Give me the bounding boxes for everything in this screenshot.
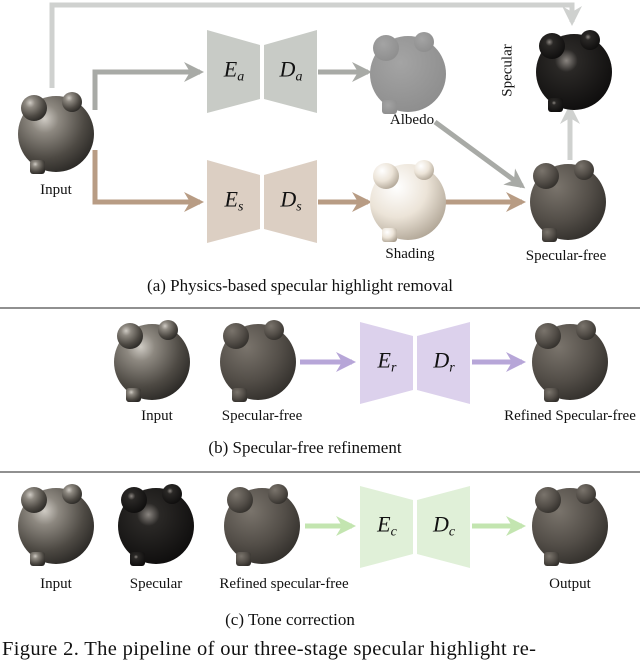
enc-r-symbol: Er [377, 347, 397, 376]
dec-s-symbol: Ds [280, 186, 302, 215]
dec-a-symbol: Da [279, 56, 303, 85]
img-c-refined [224, 484, 300, 566]
label-albedo: Albedo [389, 112, 435, 128]
label-a-specular-free: Specular-free [525, 248, 607, 264]
enc-a-symbol: Ea [223, 56, 245, 85]
img-a-input [18, 92, 94, 174]
net-shading [207, 160, 317, 243]
caption-a: (a) Physics-based specular highlight rem… [147, 276, 453, 295]
panel-a-arrows [49, 2, 582, 212]
img-c-specular [118, 484, 194, 566]
label-b-specular-free: Specular-free [221, 408, 303, 424]
net-tone [360, 486, 470, 568]
caption-b: (b) Specular-free refinement [208, 438, 402, 457]
label-a-specular: Specular [499, 44, 516, 97]
img-b-refined [532, 320, 608, 402]
net-refine [360, 322, 470, 404]
label-c-output: Output [549, 576, 591, 592]
dec-r-symbol: Dr [433, 347, 455, 376]
enc-c-symbol: Ec [377, 511, 397, 540]
label-b-input: Input [141, 408, 173, 424]
dec-c-symbol: Dc [432, 511, 456, 540]
img-albedo [370, 32, 446, 114]
enc-s-symbol: Es [224, 186, 244, 215]
label-shading: Shading [385, 246, 435, 262]
img-a-specular [536, 30, 612, 112]
label-c-refined: Refined specular-free [219, 576, 349, 592]
img-c-input [18, 484, 94, 566]
img-c-output [532, 484, 608, 566]
img-b-specular-free [220, 320, 296, 402]
label-c-input: Input [40, 576, 72, 592]
label-c-specular: Specular [129, 576, 183, 592]
figure-caption: Figure 2. The pipeline of our three-stag… [2, 638, 537, 660]
img-shading [370, 160, 446, 242]
img-a-specular-free [530, 160, 606, 242]
caption-c: (c) Tone correction [225, 610, 355, 629]
net-albedo [207, 30, 317, 113]
img-b-input [114, 320, 190, 402]
label-b-refined: Refined Specular-free [504, 408, 636, 424]
label-a-input: Input [40, 182, 72, 198]
